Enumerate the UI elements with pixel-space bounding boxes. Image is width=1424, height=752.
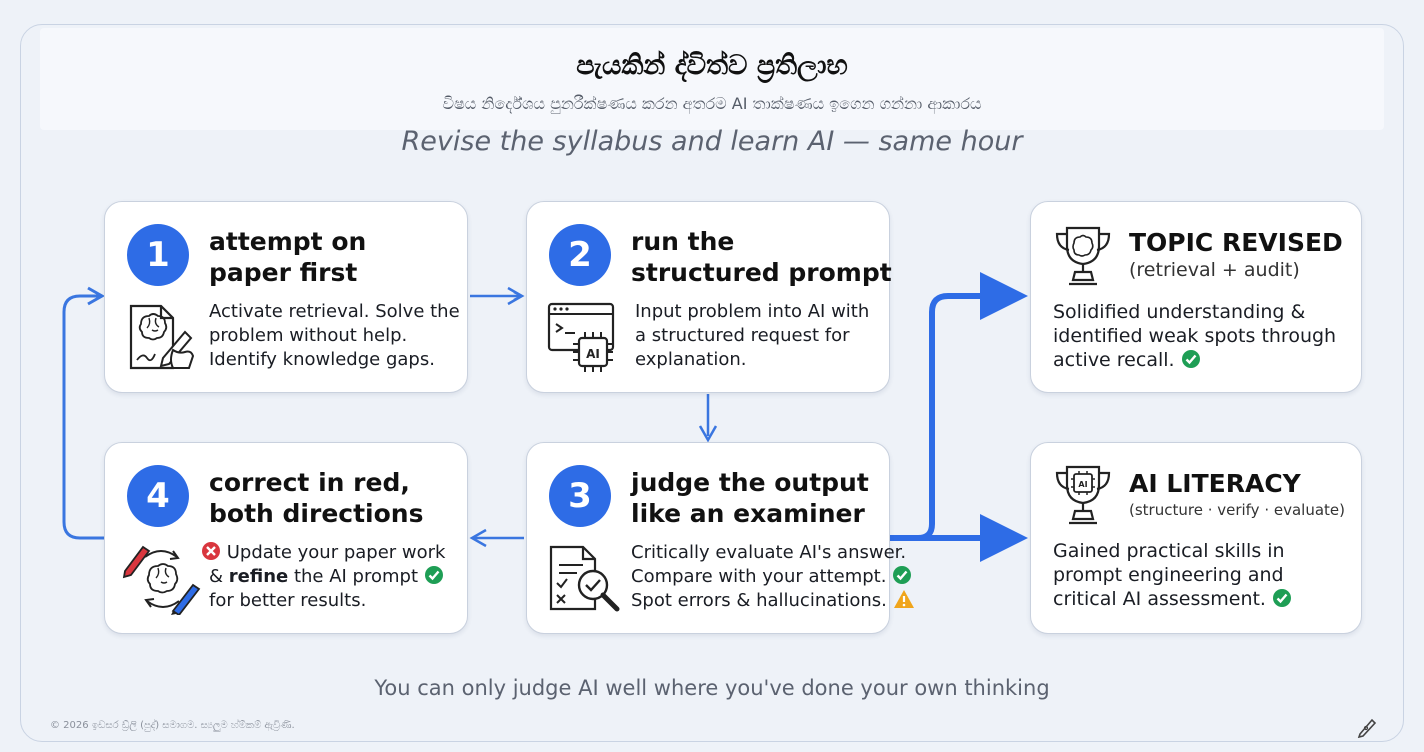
step-description: Update your paper work & refine the AI p… [201, 541, 445, 613]
outcome-card-topic-revised: TOPIC REVISED (retrieval + audit) Solidi… [1030, 201, 1362, 393]
step-description: Activate retrieval. Solve the problem wi… [209, 301, 460, 370]
outcome-description: Gained practical skills in prompt engine… [1053, 539, 1292, 611]
outcome-title: TOPIC REVISED [1129, 228, 1343, 257]
step-card-2: 2 run the structured prompt AI Input pro… [526, 201, 892, 393]
step-title: attempt on paper first [209, 227, 367, 287]
arrow-2-to-3 [698, 394, 718, 443]
trophy-brain-icon [1055, 226, 1111, 286]
outcome-title: AI LITERACY [1129, 469, 1301, 498]
step-description: Critically evaluate AI's answer. Compare… [631, 541, 915, 613]
step-number-badge: 2 [549, 224, 611, 286]
svg-text:AI: AI [586, 347, 600, 361]
check-icon [424, 566, 443, 584]
step-title: judge the output like an examiner [631, 468, 869, 528]
arrow-3-to-4 [469, 528, 524, 548]
step-title: correct in red, both directions [209, 468, 424, 528]
tagline: Revise the syllabus and learn AI — same … [401, 126, 1023, 157]
pen-icon [1357, 718, 1377, 738]
copyright-notice: © 2026 ඉඩසර ඩ්‍ර්ලි (පුද්) සමාගම. ස්‍යලු… [50, 720, 295, 731]
outcome-card-ai-literacy: AI AI LITERACY (structure · verify · eva… [1030, 442, 1362, 634]
arrow-3-to-outcomes [890, 272, 1028, 562]
brain-hand-writing-icon [129, 304, 195, 370]
step-number-badge: 3 [549, 465, 611, 527]
arrow-1-to-2 [470, 286, 525, 306]
footer-message: You can only judge AI well where you've … [374, 676, 1050, 700]
step-description: Input problem into AI with a structured … [635, 301, 870, 370]
step-card-3: 3 judge the output like an examiner Crit… [526, 442, 914, 634]
cross-icon [202, 542, 220, 560]
arrow-4-to-1-loop [62, 286, 106, 540]
brain-cycle-pens-icon [122, 545, 201, 615]
document-magnifier-check-icon [549, 545, 620, 612]
trophy-ai-chip-icon: AI [1055, 465, 1111, 525]
step-number-badge: 1 [127, 224, 189, 286]
page-subtitle: විෂය නිර්දේශය පුනරීක්ෂණය කරන අතරම AI තාක… [442, 94, 982, 113]
outcome-subtitle: (retrieval + audit) [1129, 259, 1300, 281]
outcome-description: Solidified understanding & identified we… [1053, 301, 1337, 371]
svg-text:AI: AI [1078, 480, 1087, 489]
check-icon [1273, 589, 1292, 607]
outcome-subtitle: (structure · verify · evaluate) [1129, 501, 1345, 519]
header-panel [40, 28, 1384, 130]
step-number-badge: 4 [127, 465, 189, 527]
ai-chip-terminal-icon: AI [547, 302, 615, 372]
check-icon [893, 566, 912, 584]
warning-icon [893, 590, 914, 608]
step-card-1: 1 attempt on paper first Activate retrie… [104, 201, 468, 393]
page-title: පැයකින් ද්විත්ව ප්‍රතිලාභ [576, 50, 848, 81]
step-title: run the structured prompt [631, 227, 892, 287]
step-card-4: 4 correct in red, both directions Update… [104, 442, 468, 634]
check-icon [1181, 350, 1200, 368]
